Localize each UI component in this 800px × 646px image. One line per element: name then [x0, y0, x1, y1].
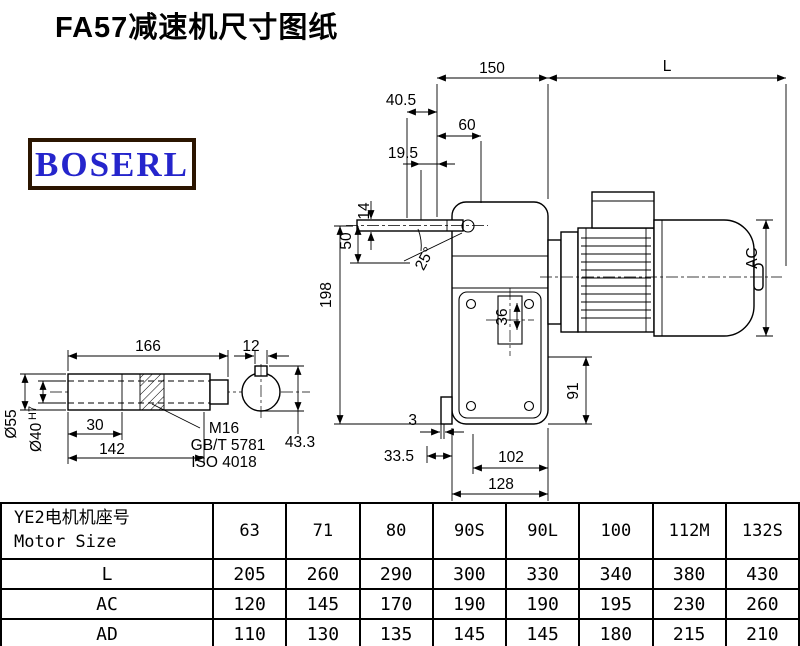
- table-cell: 110: [211, 618, 288, 646]
- shaft-detail-view: [50, 364, 310, 429]
- table-cell: 145: [504, 618, 581, 646]
- table-cell: 430: [724, 558, 800, 590]
- dim-60-label: 60: [458, 117, 476, 134]
- shaft-body: [67, 373, 211, 411]
- col-header-112m: 112M: [651, 502, 727, 560]
- table-cell: 195: [578, 588, 654, 620]
- table-cell: 230: [651, 588, 727, 620]
- dim-40-label: Ø40: [28, 422, 45, 452]
- col-header-90l: 90L: [504, 502, 581, 560]
- table-header-row: YE2电机机座号 Motor Size 63 71 80 90S 90L 100…: [0, 502, 800, 560]
- table-cell: 120: [211, 588, 288, 620]
- table-row-AC: AC 120 145 170 190 190 195 230 260: [0, 588, 800, 620]
- flange-bolt-hole: [465, 400, 477, 412]
- col-header-90s: 90S: [431, 502, 508, 560]
- dim-L-label: L: [663, 58, 672, 75]
- table-cell: 340: [578, 558, 654, 590]
- dim-142-label: 142: [99, 441, 125, 458]
- dimension-lines: [20, 74, 787, 501]
- table-cell: 300: [431, 558, 508, 590]
- row-label-L: L: [0, 558, 214, 590]
- table-cell: 145: [431, 618, 508, 646]
- dim-angle-label: 25°: [412, 245, 438, 274]
- motor-terminal-box: [591, 191, 655, 229]
- motor-cooling-fins: [581, 237, 651, 319]
- dim-33_5-label: 33.5: [384, 448, 414, 465]
- thread-leader-line: [151, 403, 201, 429]
- dim-40_5-label: 40.5: [386, 92, 416, 109]
- standard-gbt-label: GB/T 5781: [191, 437, 266, 454]
- table-cell: 380: [651, 558, 727, 590]
- dim-128-label: 128: [488, 476, 514, 493]
- table-cell: 260: [285, 558, 361, 590]
- input-shaft-bearing: [461, 219, 475, 233]
- dim-55-label: Ø55: [3, 409, 20, 438]
- motor-fan-cover: [653, 219, 755, 337]
- dim-102-label: 102: [498, 449, 524, 466]
- table-cell: 190: [504, 588, 581, 620]
- table-cell: 330: [504, 558, 581, 590]
- dim-30-label: 30: [86, 417, 104, 434]
- dim-198-label: 198: [318, 282, 335, 308]
- standard-iso-label: ISO 4018: [191, 454, 257, 471]
- row-label-AD: AD: [0, 618, 214, 646]
- table-cell: 260: [724, 588, 800, 620]
- motor-size-header: YE2电机机座号 Motor Size: [0, 502, 214, 560]
- dim-43_3-label: 43.3: [285, 434, 315, 451]
- dim-3-label: 3: [408, 412, 417, 429]
- row-label-AC: AC: [0, 588, 214, 620]
- table-cell: 215: [651, 618, 727, 646]
- angle-arc: [417, 228, 422, 252]
- dim-AC-label: AC: [744, 247, 761, 269]
- col-header-63: 63: [211, 502, 288, 560]
- table-cell: 205: [211, 558, 288, 590]
- dim-36-label: 36: [494, 308, 511, 325]
- table-cell: 180: [578, 618, 654, 646]
- angle-reference-line: [403, 232, 463, 262]
- housing-foot-step: [440, 396, 453, 425]
- table-cell: 290: [358, 558, 434, 590]
- page-title: FA57减速机尺寸图纸: [55, 12, 339, 44]
- boserl-logo-text: BOSERL: [35, 144, 189, 184]
- table-cell: 170: [358, 588, 434, 620]
- motor-size-table: YE2电机机座号 Motor Size 63 71 80 90S 90L 100…: [0, 502, 800, 646]
- col-header-71: 71: [285, 502, 361, 560]
- dim-12-label: 12: [242, 338, 259, 355]
- shaft-end-step: [209, 379, 229, 405]
- col-header-132s: 132S: [724, 502, 800, 560]
- motor-size-header-en: Motor Size: [14, 532, 117, 552]
- output-flange-face: [458, 291, 542, 419]
- table-cell: 210: [724, 618, 800, 646]
- table-cell: 130: [285, 618, 361, 646]
- col-header-80: 80: [358, 502, 434, 560]
- flange-bolt-hole: [523, 298, 535, 310]
- table-row-AD: AD 110 130 135 145 145 180 215 210: [0, 618, 800, 646]
- dim-166-label: 166: [135, 338, 161, 355]
- col-header-100: 100: [578, 502, 654, 560]
- flange-bolt-hole: [465, 298, 477, 310]
- flange-bolt-hole: [523, 400, 535, 412]
- motor-body: [577, 227, 655, 333]
- dim-40-tolerance-label: H7: [27, 406, 39, 420]
- main-view: [346, 191, 782, 425]
- thread-spec-label: M16: [209, 420, 239, 437]
- boserl-logo: BOSERL: [28, 138, 196, 190]
- table-cell: 190: [431, 588, 508, 620]
- table-cell: 135: [358, 618, 434, 646]
- motor-flange: [560, 231, 579, 333]
- table-cell: 145: [285, 588, 361, 620]
- dim-19_5-label: 19.5: [388, 145, 418, 162]
- motor-adapter: [547, 239, 562, 325]
- dim-91-label: 91: [565, 382, 582, 399]
- dim-150-label: 150: [479, 60, 505, 77]
- dim-50-label: 50: [338, 232, 355, 250]
- motor-size-header-cn: YE2电机机座号: [14, 508, 130, 529]
- dim-14-label: 14: [356, 202, 373, 220]
- thread-hatch: [139, 373, 165, 411]
- table-row-L: L 205 260 290 300 330 340 380 430: [0, 558, 800, 590]
